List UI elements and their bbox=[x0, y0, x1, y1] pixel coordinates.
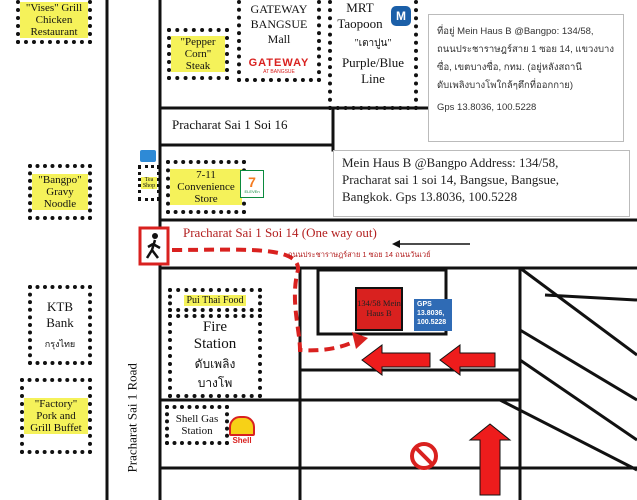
mrt-taopoon-station: MRT Taopoon M "เตาปูน" Purple/Blue Line bbox=[328, 0, 418, 110]
vises-grill-restaurant: "Vises" Grill Chicken Restaurant bbox=[16, 0, 92, 44]
pui-thai-food: Pui Thai Food bbox=[168, 288, 262, 312]
no-entry-icon bbox=[410, 442, 438, 470]
gps-badge: GPS 13.8036, 100.5228 bbox=[414, 299, 452, 331]
shell-logo-icon: Shell bbox=[229, 416, 255, 448]
fire-station: Fire Station ดับเพลิงบางโพ bbox=[168, 314, 262, 398]
mrt-logo-icon: M bbox=[391, 6, 411, 26]
soi-14-thai-label: ถนนประชาราษฎร์สาย 1 ซอย 14 ถนนวันเวย์ bbox=[288, 250, 431, 259]
shell-gas-station: Shell Gas Station bbox=[165, 405, 229, 445]
mein-haus-destination: 134/58 Mein Haus B bbox=[355, 287, 403, 331]
one-way-arrow-icon bbox=[361, 344, 512, 496]
gateway-name: GATEWAY BANGSUE Mall bbox=[250, 2, 308, 46]
bangpo-gravy-noodle: "Bangpo" Gravy Noodle bbox=[28, 164, 92, 220]
tea-shop: Tea Shop bbox=[138, 165, 160, 201]
soi-14-label: Pracharat Sai 1 Soi 14 (One way out) bbox=[183, 225, 377, 240]
seven-eleven-logo-icon: 7 ELEVEn bbox=[240, 170, 264, 198]
factory-pork-grill-buffet: "Factory" Pork and Grill Buffet bbox=[20, 378, 92, 454]
ktb-bank: KTB Bank กรุงไทย bbox=[28, 285, 92, 365]
walking-route bbox=[171, 247, 362, 353]
seven-eleven-store: 7-11 Convenience Store bbox=[166, 160, 246, 214]
tea-cup-icon bbox=[140, 150, 156, 162]
pepper-corn-steak: "Pepper Corn" Steak bbox=[167, 28, 229, 80]
pedestrian-icon bbox=[138, 226, 170, 266]
thai-address-box: ที่อยู่ Mein Haus B @Bangpo: 134/58, ถนน… bbox=[428, 14, 624, 142]
gateway-bangsue-mall: GATEWAY BANGSUE Mall GATEWAY AT BANGSUE bbox=[237, 0, 321, 82]
gateway-logo: GATEWAY bbox=[248, 57, 310, 69]
main-road-label: Pracharat Sai 1 Road bbox=[124, 363, 140, 473]
address-box: Mein Haus B @Bangpo Address: 134/58, Pra… bbox=[333, 150, 630, 217]
soi-16-label: Pracharat Sai 1 Soi 16 bbox=[172, 117, 288, 132]
